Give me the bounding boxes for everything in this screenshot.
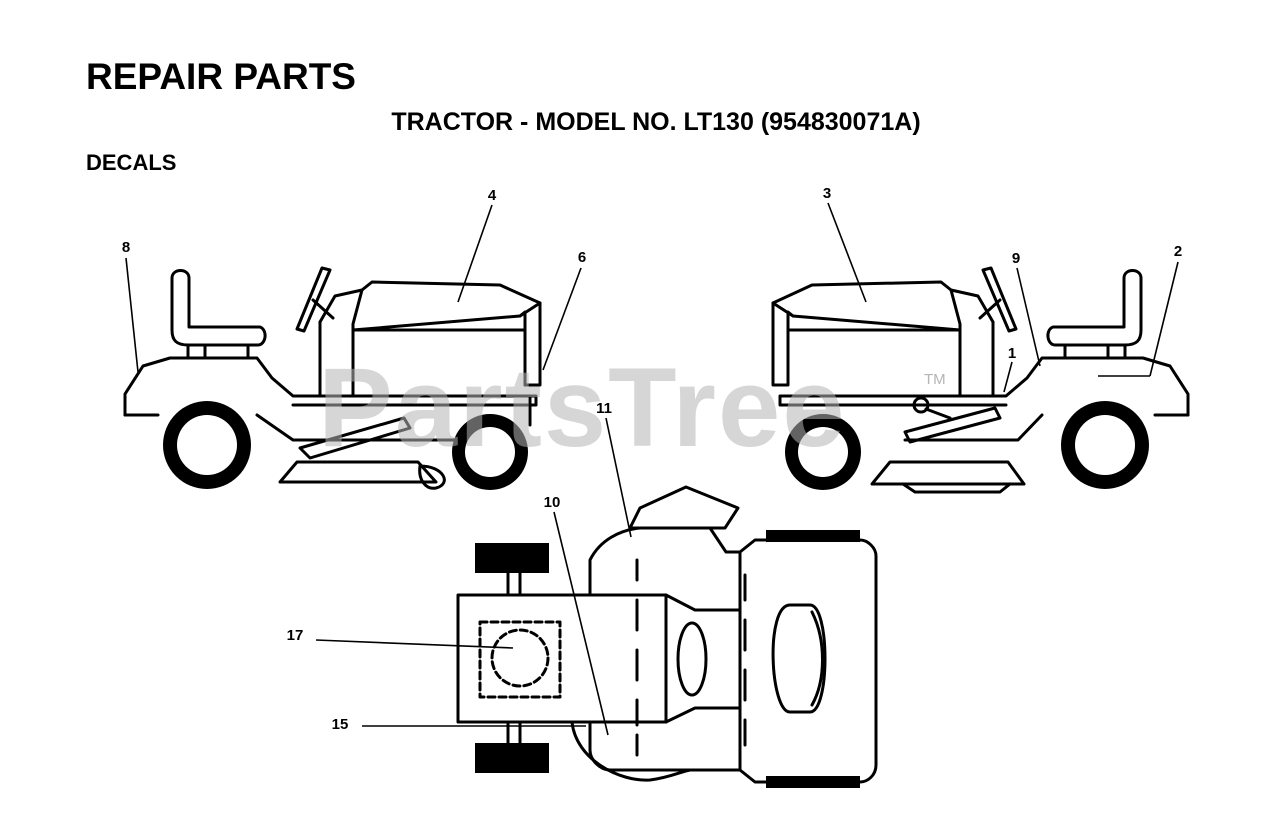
callout-17: 17	[287, 627, 304, 644]
callout-8: 8	[122, 239, 130, 256]
callout-15: 15	[332, 716, 349, 733]
leader-lines	[125, 202, 1179, 736]
left-side-tractor	[123, 266, 542, 490]
section-heading: DECALS	[86, 150, 177, 175]
watermark-text: PartsTree	[318, 345, 847, 470]
callout-11: 11	[596, 400, 612, 417]
page-title: REPAIR PARTS	[86, 56, 356, 97]
callout-numbers: 8 4 6 3 9 2 1 11 10 17 15	[122, 185, 1182, 733]
callout-10: 10	[544, 494, 561, 511]
callout-9: 9	[1012, 250, 1020, 267]
top-view-tractor	[456, 485, 878, 788]
model-subtitle: TRACTOR - MODEL NO. LT130 (954830071A)	[391, 108, 921, 136]
callout-3: 3	[823, 185, 831, 202]
callout-6: 6	[578, 249, 586, 266]
callout-1: 1	[1008, 345, 1016, 362]
right-side-tractor	[771, 266, 1190, 494]
watermark-trademark: TM	[924, 371, 946, 388]
callout-2: 2	[1174, 243, 1182, 260]
callout-4: 4	[488, 187, 497, 204]
